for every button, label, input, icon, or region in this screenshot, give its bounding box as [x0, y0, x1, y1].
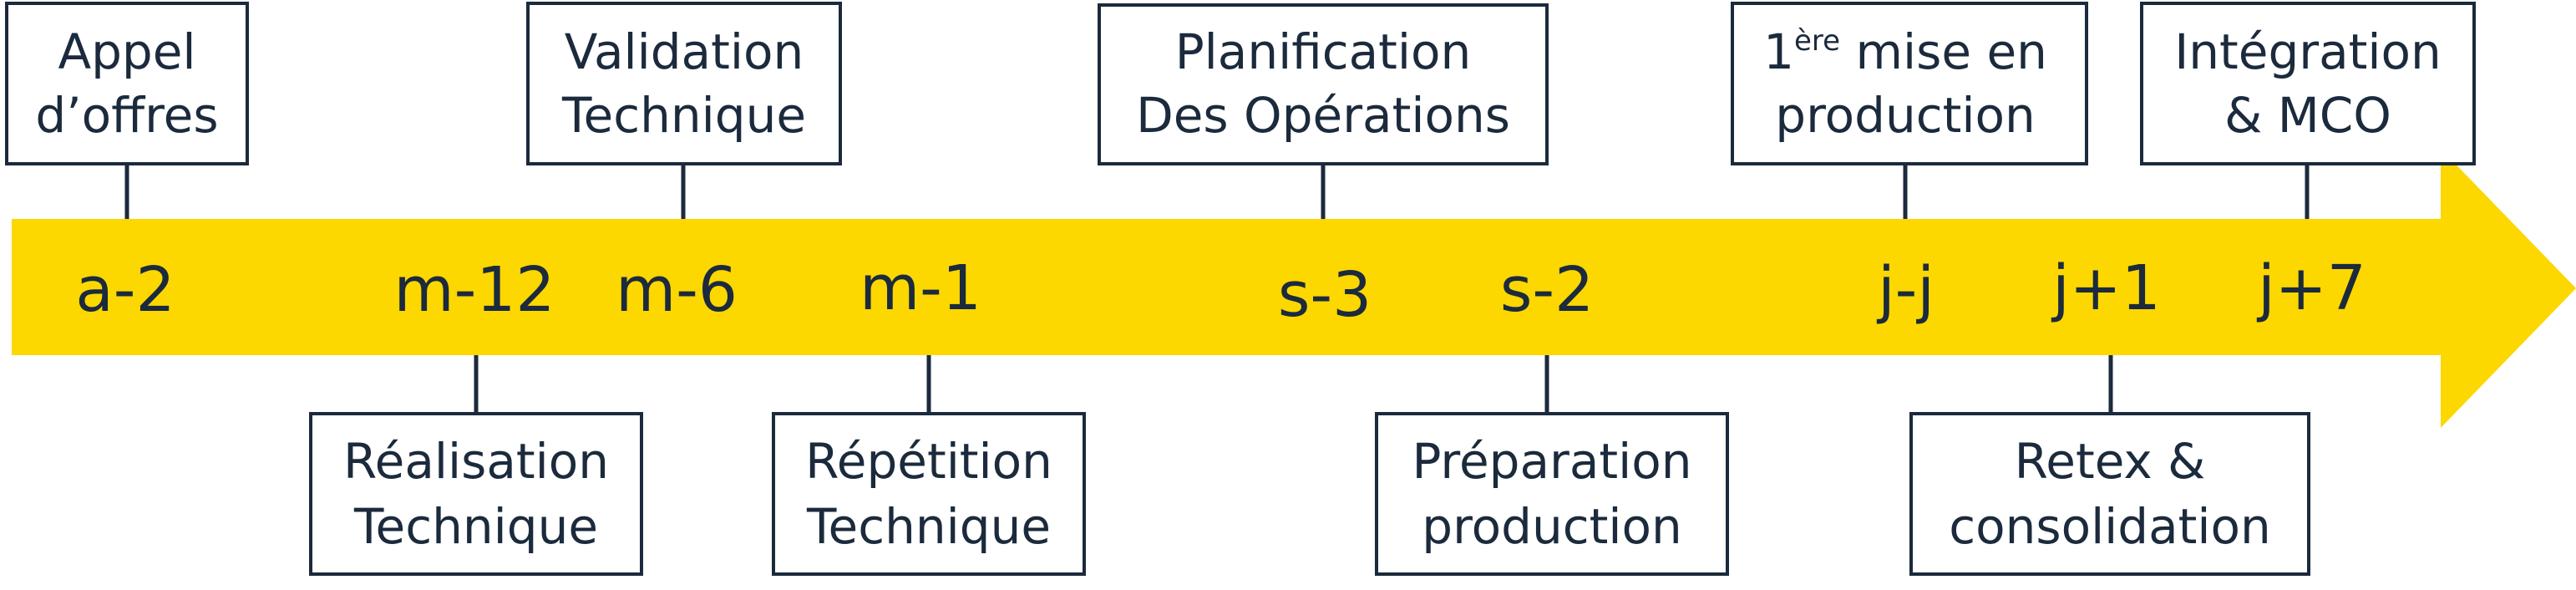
phase-retex-line2: consolidation	[1949, 498, 2271, 555]
phase-box-realisation: Réalisation Technique	[309, 412, 643, 576]
phase-realisation-line1: Réalisation	[343, 433, 609, 490]
milestone-m12: m-12	[394, 254, 555, 326]
phase-box-planification: Planification Des Opérations	[1098, 3, 1549, 165]
milestone-s2: s-2	[1500, 254, 1594, 326]
phase-retex-line1: Retex &	[2015, 433, 2206, 490]
phase-preparation-line1: Préparation	[1412, 433, 1691, 490]
phase-mise-en-prod-line1: 1ère mise en	[1763, 23, 2047, 80]
phase-validation-line1: Validation	[565, 23, 804, 80]
phase-appel-offres-line2: d’offres	[35, 87, 218, 144]
phase-box-preparation: Préparation production	[1375, 412, 1729, 576]
phase-mise-en-prod-line2: production	[1775, 87, 2035, 144]
milestone-j7: j+7	[2256, 252, 2366, 324]
phase-preparation-line2: production	[1422, 498, 1681, 555]
milestone-m1: m-1	[860, 252, 981, 324]
phase-integration-line2: & MCO	[2224, 87, 2391, 144]
phase-box-retex: Retex & consolidation	[1909, 412, 2310, 576]
milestone-m6: m-6	[616, 254, 738, 326]
phase-mise-en-prod-num: 1	[1763, 23, 1794, 80]
timeline-arrow	[12, 149, 2576, 428]
phase-mise-en-prod-rest: mise en	[1840, 23, 2047, 80]
phase-mise-en-prod-sup: ère	[1794, 24, 1840, 58]
phase-validation-line2: Technique	[561, 87, 806, 144]
phase-box-appel-offres: Appel d’offres	[5, 2, 249, 165]
phase-box-mise-en-prod: 1ère mise en production	[1731, 2, 2088, 165]
phase-repetition-line2: Technique	[806, 498, 1051, 555]
phase-appel-offres-line1: Appel	[58, 23, 195, 80]
phase-integration-line1: Intégration	[2174, 23, 2442, 80]
phase-box-repetition: Répétition Technique	[772, 412, 1086, 576]
phase-planification-line1: Planification	[1175, 23, 1472, 80]
phase-repetition-line1: Répétition	[805, 433, 1052, 490]
phase-realisation-line2: Technique	[353, 498, 598, 555]
milestone-a2: a-2	[75, 254, 175, 326]
phase-box-validation: Validation Technique	[526, 2, 842, 165]
phase-planification-line2: Des Opérations	[1136, 87, 1510, 144]
milestone-s3: s-3	[1278, 259, 1372, 331]
milestone-j1: j+1	[2051, 252, 2161, 324]
milestone-jj: j-j	[1876, 254, 1935, 326]
phase-box-integration: Intégration & MCO	[2140, 2, 2476, 165]
